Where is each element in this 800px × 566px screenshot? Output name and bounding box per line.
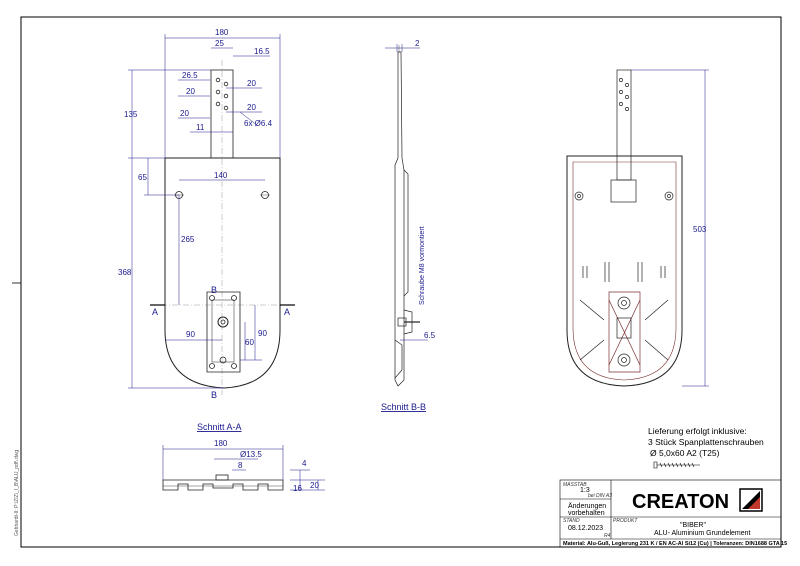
dim-135: 135 [124,110,138,119]
delivery-line-2: 3 Stück Spanplattenschrauben [648,437,764,447]
caption-schnitt-a-a: Schnitt A-A [197,422,242,432]
delivery-line-1: Lieferung erfolgt inklusive: [648,426,747,436]
dim-25: 25 [215,39,224,48]
stand-value: 08.12.2023 [568,525,603,532]
dim-4: 4 [302,459,307,468]
dim-503: 503 [693,225,707,234]
dim-20-section: 20 [310,481,319,490]
delivery-line-3: Ø 5,0x60 A2 (T25) [650,448,720,458]
dim-265: 265 [181,235,195,244]
section-mark-a-left: A [152,307,158,317]
revision: R4 [604,533,611,539]
dim-368: 368 [118,268,132,277]
delivery-note: Lieferung erfolgt inklusive: 3 Stück Spa… [648,426,764,469]
dim-90-vertical: 90 [258,329,267,338]
produkt-name: "BIBER" [680,522,706,529]
dim-20-b: 20 [186,87,195,96]
dim-16-5: 16.5 [254,47,270,56]
screw-icon [653,461,700,469]
produkt-label: PRODUKT [613,518,638,524]
logo-text: CREATON [632,491,729,513]
dim-8: 8 [238,461,243,470]
stand-label: STAND [563,518,580,524]
section-view-dimensions [162,445,325,491]
dim-13-5: Ø13.5 [240,450,262,459]
caption-schnitt-b-b: Schnitt B-B [381,402,426,412]
section-mark-a-right: A [284,307,290,317]
drawing-frame [20,16,782,548]
dim-holes: 6x Ø6.4 [244,119,273,128]
aenderungen-line-2: vorbehalten [568,510,605,517]
produkt-description: ALU- Aluminium Grundelement [654,530,751,537]
massstab-label: MASSTAB [563,482,587,488]
title-block [559,479,782,548]
din-note: bei DIN A3 [588,493,612,499]
side-view-dimensions [385,44,428,341]
massstab-value: 1:3 [580,487,590,494]
side-view [394,45,420,387]
plan-view [566,69,683,387]
front-view-dimensions [128,34,295,389]
section-view [162,474,284,491]
dim-20-d: 20 [180,109,189,118]
dim-180-top: 180 [215,28,229,37]
aenderungen-line-1: Änderungen [568,502,606,510]
dim-20-a: 20 [247,79,256,88]
dim-2: 2 [415,39,420,48]
dim-90-horizontal: 90 [186,330,195,339]
creaton-logo: CREATON [632,488,763,513]
screw-premounted-note: Schraube M8 vormontiert [419,226,426,305]
front-view [150,60,295,395]
dim-26-5: 26.5 [182,71,198,80]
section-mark-b-bottom: B [211,390,217,400]
side-filepath-text: Gebhardt-II: P:\ZIZ\_I_B\ALU_pdf\.dwg [14,450,20,536]
dim-11: 11 [196,123,205,132]
dim-16: 16 [293,484,302,493]
dim-6-5: 6.5 [424,331,436,340]
dim-65: 65 [138,173,147,182]
dim-180-section: 180 [214,439,228,448]
dim-140: 140 [214,171,228,180]
dim-60: 60 [245,338,254,347]
section-mark-b-top: B [211,285,217,295]
material-line: Material: Alu-Guß, Legierung 231 K / EN … [563,541,787,547]
plan-view-dimensions [631,69,709,387]
dim-20-c: 20 [247,103,256,112]
